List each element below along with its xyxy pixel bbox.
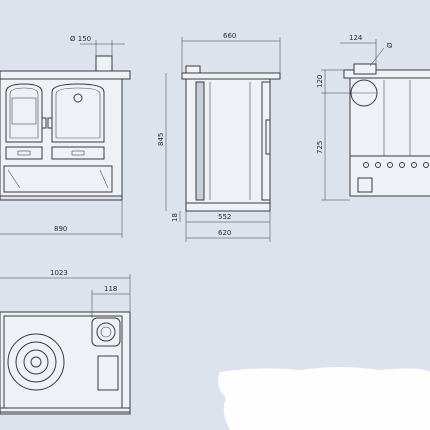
scan-artifact — [218, 367, 430, 430]
side-rear-detail — [265, 119, 271, 155]
hotplate-ring-middle — [15, 341, 57, 383]
side-cooktop — [181, 72, 281, 80]
rear-port-6 — [423, 162, 429, 168]
oven-door-handle — [47, 117, 53, 129]
storage-drawer-front — [51, 146, 105, 160]
oven-door-inner — [55, 87, 101, 139]
top-flue-box — [91, 317, 121, 347]
side-base — [185, 202, 271, 212]
thermometer-icon — [73, 93, 83, 103]
rear-port-3 — [387, 162, 393, 168]
left-door-inner — [9, 87, 39, 139]
ash-drawer — [5, 146, 43, 160]
bottom-panel — [3, 165, 113, 193]
inner-depth-label: 552 — [218, 213, 231, 221]
hotplate-ring-inner — [23, 349, 49, 375]
front-flue-pipe — [95, 55, 113, 73]
rear-port-2 — [375, 162, 381, 168]
top-width-label: 1023 — [50, 269, 68, 277]
rear-pipe-height-label: 120 — [316, 75, 324, 88]
storage-drawer-handle — [71, 150, 85, 156]
top-front-rail — [0, 407, 131, 415]
rear-port-4 — [399, 162, 405, 168]
oven-door — [51, 83, 105, 143]
side-height-label: 845 — [157, 133, 165, 146]
base-depth-label: 620 — [218, 229, 231, 237]
hotplate-center — [30, 356, 42, 368]
rear-flue-collar — [353, 63, 377, 75]
front-plinth — [0, 195, 123, 201]
rear-flue-height-label: 725 — [316, 141, 324, 154]
side-front-frame — [195, 81, 205, 201]
top-offset-label: 118 — [104, 285, 117, 293]
hotplate-ring-outer — [7, 333, 65, 391]
rear-pipe-leader — [369, 47, 385, 67]
rear-port-5 — [411, 162, 417, 168]
top-flue-inner — [100, 326, 112, 338]
foot-label: 18 — [171, 213, 179, 222]
bottom-panel-ornament — [7, 169, 109, 189]
top-cooktop-outline — [0, 311, 131, 413]
side-view: 660 845 18 552 620 — [157, 32, 281, 242]
front-width-label: 890 — [54, 225, 67, 233]
top-flue-opening — [96, 322, 116, 342]
left-door-window — [11, 97, 37, 125]
side-depth-label: 660 — [223, 32, 236, 40]
flue-diameter-label: Ø 150 — [70, 35, 91, 43]
top-side-hatch — [97, 355, 119, 391]
rear-port-1 — [363, 162, 369, 168]
rear-access-panel — [357, 177, 373, 193]
rear-pipe-label: Ø — [386, 42, 394, 48]
rear-offset-label: 124 — [349, 34, 363, 42]
left-door-handle — [41, 117, 47, 129]
front-view: Ø 150 890 — [0, 35, 131, 238]
ash-drawer-handle — [17, 150, 31, 156]
front-cooktop — [0, 70, 131, 80]
top-view: 1023 118 — [0, 269, 131, 415]
rear-view: 124 Ø 120 725 — [316, 34, 430, 201]
left-door — [5, 83, 43, 143]
